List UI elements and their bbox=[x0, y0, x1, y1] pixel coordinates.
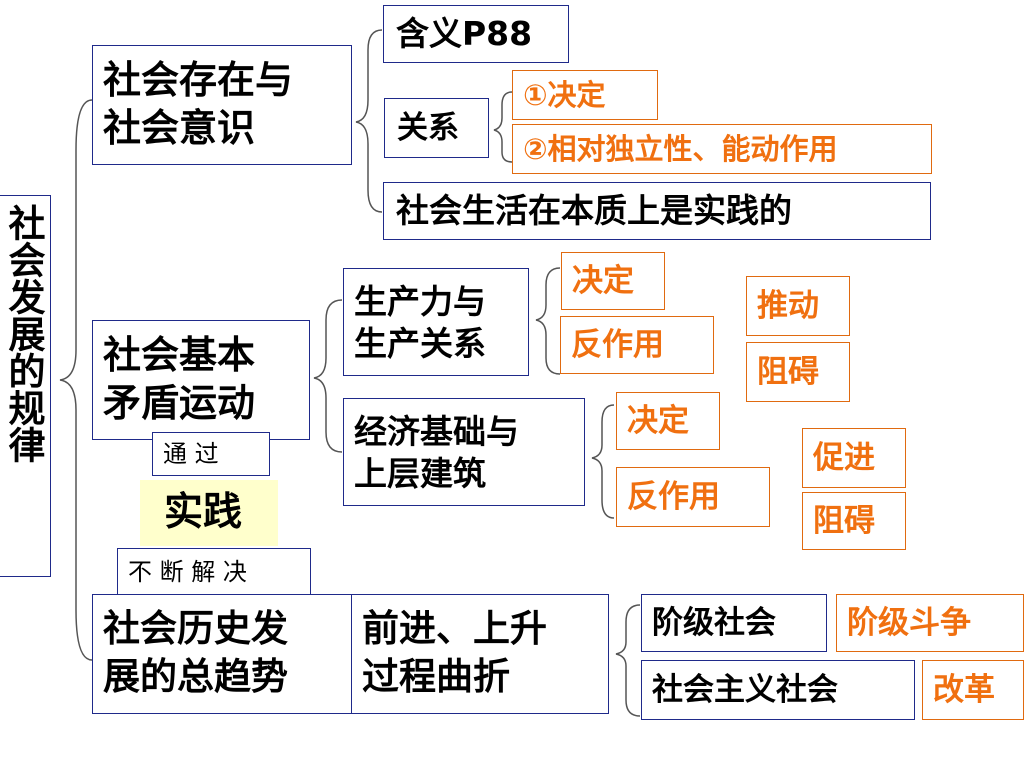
pair1-react-text: 反作用 bbox=[571, 327, 664, 363]
branch2-brace bbox=[313, 299, 343, 453]
trend-box: 前进、上升 过程曲折 bbox=[351, 594, 609, 714]
root-title: 社会发展的规律 bbox=[2, 204, 45, 463]
pair2-hinder-text: 阻碍 bbox=[813, 503, 875, 539]
relation-independence-box: ②相对独立性、能动作用 bbox=[512, 124, 932, 174]
essence-text: 社会生活在本质上是实践的 bbox=[396, 191, 792, 230]
resolve-text: 不 断 解 决 bbox=[128, 558, 247, 586]
branch2-title-box: 社会基本 矛盾运动 bbox=[92, 320, 310, 440]
pair2-promote-text: 促进 bbox=[813, 440, 875, 476]
pair2-react-box: 反作用 bbox=[616, 467, 770, 527]
socialist-society-text: 社会主义社会 bbox=[652, 672, 838, 708]
via-text: 通 过 bbox=[163, 440, 219, 468]
pair2-react-text: 反作用 bbox=[627, 479, 720, 515]
trend-text: 前进、上升 过程曲折 bbox=[362, 607, 547, 698]
pair1-decide-box: 决定 bbox=[561, 252, 665, 310]
class-struggle-text: 阶级斗争 bbox=[847, 605, 971, 641]
pair2-brace bbox=[591, 404, 615, 519]
pair1-promote-text: 推动 bbox=[757, 288, 819, 324]
pair2-hinder-box: 阻碍 bbox=[802, 492, 906, 550]
pair1-promote-box: 推动 bbox=[746, 276, 850, 336]
meaning-box: 含义P88 bbox=[383, 5, 569, 63]
relation-decide-text: ①决定 bbox=[523, 78, 606, 112]
reform-box: 改革 bbox=[922, 660, 1024, 720]
class-society-text: 阶级社会 bbox=[652, 605, 776, 641]
socialist-society-box: 社会主义社会 bbox=[641, 660, 915, 720]
branch3-brace bbox=[615, 604, 641, 717]
practice-box: 实践 bbox=[140, 480, 278, 546]
pair1-title-box: 生产力与 生产关系 bbox=[343, 268, 529, 376]
pair2-decide-box: 决定 bbox=[616, 392, 720, 450]
reform-text: 改革 bbox=[933, 672, 995, 708]
relation-independence-text: ②相对独立性、能动作用 bbox=[523, 132, 838, 166]
practice-text: 实践 bbox=[164, 490, 243, 535]
via-box: 通 过 bbox=[152, 432, 270, 476]
relation-box: 关系 bbox=[384, 98, 489, 158]
relation-brace bbox=[493, 91, 513, 163]
root-title-box: 社会发展的规律 bbox=[0, 195, 51, 577]
pair2-promote-box: 促进 bbox=[802, 428, 906, 488]
pair2-title: 经济基础与 上层建筑 bbox=[354, 412, 519, 493]
pair2-decide-text: 决定 bbox=[627, 403, 689, 439]
pair1-hinder-text: 阻碍 bbox=[757, 354, 819, 390]
root-brace bbox=[59, 99, 93, 661]
branch2-title: 社会基本 矛盾运动 bbox=[103, 333, 256, 425]
relation-text: 关系 bbox=[397, 110, 459, 146]
branch1-title: 社会存在与 社会意识 bbox=[103, 58, 294, 150]
branch3-title: 社会历史发 展的总趋势 bbox=[103, 607, 288, 698]
pair1-hinder-box: 阻碍 bbox=[746, 342, 850, 402]
branch3-title-box: 社会历史发 展的总趋势 bbox=[92, 594, 352, 714]
class-society-box: 阶级社会 bbox=[641, 594, 827, 652]
pair2-title-box: 经济基础与 上层建筑 bbox=[343, 398, 585, 506]
resolve-box: 不 断 解 决 bbox=[117, 548, 311, 596]
branch1-brace bbox=[355, 29, 383, 213]
pair1-title: 生产力与 生产关系 bbox=[354, 282, 486, 363]
pair1-react-box: 反作用 bbox=[560, 316, 714, 374]
pair1-brace bbox=[535, 267, 561, 375]
meaning-text: 含义P88 bbox=[396, 14, 533, 53]
class-struggle-box: 阶级斗争 bbox=[836, 594, 1024, 652]
branch1-title-box: 社会存在与 社会意识 bbox=[92, 45, 352, 165]
relation-decide-box: ①决定 bbox=[512, 70, 658, 120]
pair1-decide-text: 决定 bbox=[572, 263, 634, 299]
essence-box: 社会生活在本质上是实践的 bbox=[383, 182, 931, 240]
